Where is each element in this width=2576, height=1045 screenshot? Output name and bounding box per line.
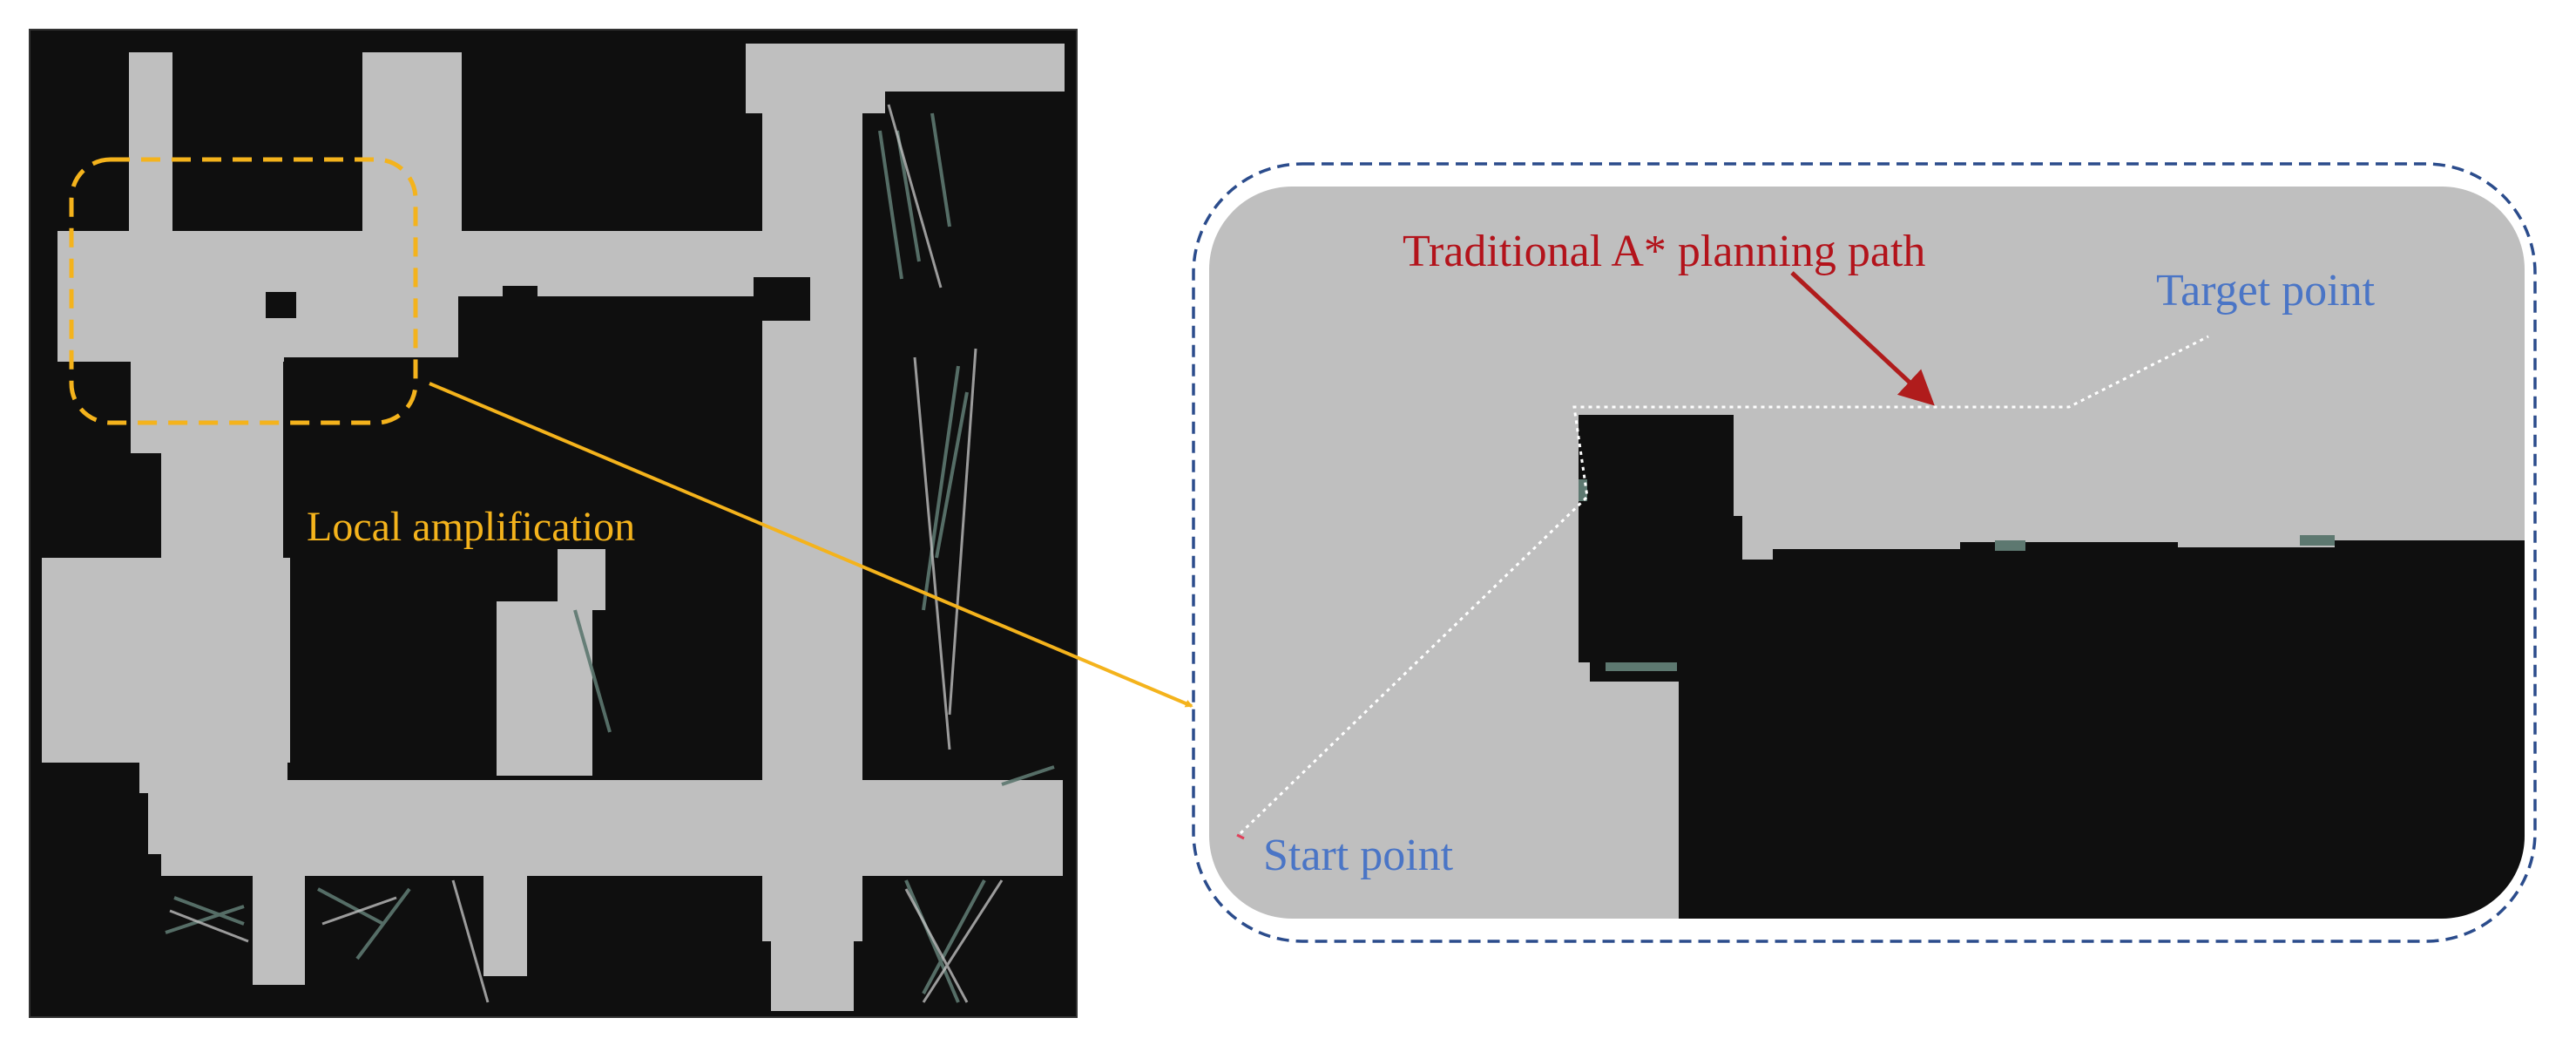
target-point-label: Target point: [2156, 266, 2376, 316]
path-pointer-arrow: [1790, 271, 1935, 406]
start-point-label: Start point: [1263, 831, 1454, 880]
zoom-frame: [1192, 162, 2537, 943]
map-obstacle-notches: [266, 277, 810, 321]
local-amplification-label: Local amplification: [307, 504, 635, 550]
map-light-streaks: [169, 104, 1004, 1003]
traditional-path-label: Traditional A* planning path: [1403, 227, 1925, 276]
roi-box: [69, 157, 418, 425]
zoom-arrow: [429, 382, 1193, 708]
inset-obstacle-main: [1679, 540, 2525, 919]
zoom-inset: [1209, 187, 2525, 919]
map-free-space: [42, 44, 1065, 1011]
occupancy-map: [29, 29, 1078, 1018]
inset-unknown-cells: [1579, 479, 2335, 671]
inset-obstacle-pillar: [1579, 415, 1742, 682]
start-marker: [1236, 833, 1245, 840]
astar-path: [1239, 335, 2209, 835]
map-unknown-streaks: [165, 112, 1055, 1003]
map-border: [29, 29, 1078, 1018]
